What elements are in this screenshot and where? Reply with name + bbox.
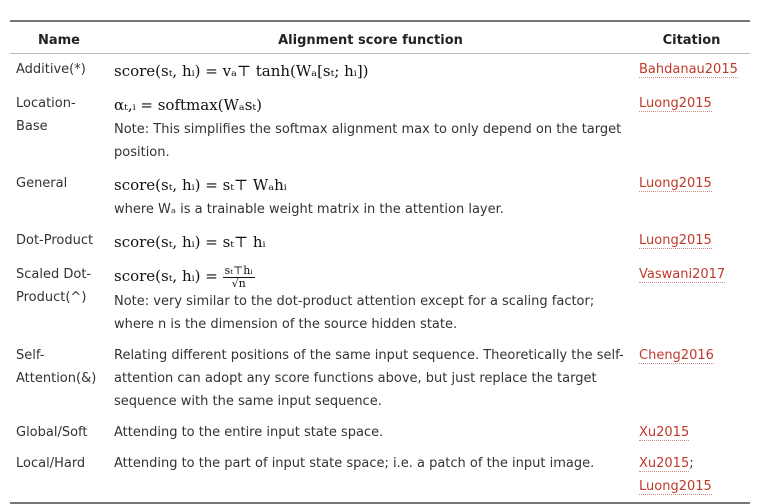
row-citation: Luong2015 [633, 168, 750, 225]
table-row: Local/Hard Attending to the part of inpu… [10, 448, 750, 503]
row-function: Attending to the part of input state spa… [108, 448, 633, 503]
citation-link[interactable]: Luong2015 [639, 233, 712, 249]
row-name: Location-Base [16, 96, 76, 134]
row-name: Additive(*) [16, 62, 86, 77]
row-note: Relating different positions of the same… [114, 347, 624, 409]
table-row: Additive(*) score(sₜ, hᵢ) = vₐ⊤ tanh(Wₐ[… [10, 54, 750, 89]
row-function: score(sₜ, hᵢ) = vₐ⊤ tanh(Wₐ[sₜ; hᵢ]) [108, 54, 633, 89]
alignment-score-table: Name Alignment score function Citation A… [10, 20, 750, 504]
row-citation: Cheng2016 [633, 340, 750, 417]
citation-separator: ; [689, 455, 694, 471]
row-function: score(sₜ, hᵢ) = sₜ⊤ hᵢ [108, 225, 633, 259]
formula: score(sₜ, hᵢ) = sₜ⊤ Wₐhᵢ [114, 176, 287, 194]
table-row: General score(sₜ, hᵢ) = sₜ⊤ Wₐhᵢ where W… [10, 168, 750, 225]
table-row: Scaled Dot-Product(^) score(sₜ, hᵢ) = sₜ… [10, 259, 750, 340]
row-name: Dot-Product [16, 233, 94, 248]
header-citation: Citation [662, 33, 721, 48]
fraction-numerator: sₜ⊤hᵢ [222, 263, 255, 278]
row-note: Attending to the part of input state spa… [114, 455, 595, 471]
header-function: Alignment score function [278, 33, 463, 48]
citation-link[interactable]: Luong2015 [639, 176, 712, 192]
row-note: Attending to the entire input state spac… [114, 424, 384, 440]
row-function: αₜ,ᵢ = softmax(Wₐsₜ) Note: This simplifi… [108, 88, 633, 168]
citation-link[interactable]: Luong2015 [639, 478, 712, 495]
citation-link[interactable]: Vaswani2017 [639, 267, 726, 283]
row-name: Scaled Dot-Product(^) [16, 267, 92, 305]
row-note: Note: This simplifies the softmax alignm… [114, 122, 622, 160]
row-note: Note: very similar to the dot-product at… [114, 293, 595, 332]
citation-link[interactable]: Cheng2016 [639, 347, 714, 364]
formula-line: score(sₜ, hᵢ) = sₜ⊤hᵢ √n [114, 263, 627, 290]
header-name: Name [37, 33, 80, 48]
formula: score(sₜ, hᵢ) = sₜ⊤ hᵢ [114, 233, 266, 251]
row-citation: Bahdanau2015 [633, 54, 750, 89]
row-function: Attending to the entire input state spac… [108, 417, 633, 448]
fraction-denominator: √n [231, 276, 246, 290]
table-row: Global/Soft Attending to the entire inpu… [10, 417, 750, 448]
formula: αₜ,ᵢ = softmax(Wₐsₜ) [114, 96, 262, 114]
table-row: Dot-Product score(sₜ, hᵢ) = sₜ⊤ hᵢ Luong… [10, 225, 750, 259]
row-name: Global/Soft [16, 424, 88, 440]
attention-table-container: Name Alignment score function Citation A… [10, 20, 750, 504]
formula: score(sₜ, hᵢ) = vₐ⊤ tanh(Wₐ[sₜ; hᵢ]) [114, 62, 369, 80]
row-name: General [16, 176, 68, 191]
row-citation: Xu2015 [633, 417, 750, 448]
table-header-row: Name Alignment score function Citation [10, 21, 750, 54]
row-name: Self-Attention(&) [16, 347, 97, 386]
citation-link[interactable]: Xu2015 [639, 424, 690, 441]
row-citation: Luong2015 [633, 88, 750, 168]
formula-fraction: sₜ⊤hᵢ √n [222, 263, 255, 290]
row-citation: Luong2015 [633, 225, 750, 259]
row-function: score(sₜ, hᵢ) = sₜ⊤ Wₐhᵢ where Wₐ is a t… [108, 168, 633, 225]
row-name: Local/Hard [16, 455, 86, 471]
citation-link[interactable]: Luong2015 [639, 96, 712, 112]
row-note: where Wₐ is a trainable weight matrix in… [114, 202, 504, 217]
row-citation: Xu2015; Luong2015 [633, 448, 750, 503]
row-function: Relating different positions of the same… [108, 340, 633, 417]
citation-link[interactable]: Xu2015 [639, 455, 690, 472]
citation-link[interactable]: Bahdanau2015 [639, 62, 738, 78]
row-citation: Vaswani2017 [633, 259, 750, 340]
formula: score(sₜ, hᵢ) = [114, 267, 218, 285]
table-row: Self-Attention(&) Relating different pos… [10, 340, 750, 417]
row-function: score(sₜ, hᵢ) = sₜ⊤hᵢ √n Note: very simi… [108, 259, 633, 340]
table-row: Location-Base αₜ,ᵢ = softmax(Wₐsₜ) Note:… [10, 88, 750, 168]
